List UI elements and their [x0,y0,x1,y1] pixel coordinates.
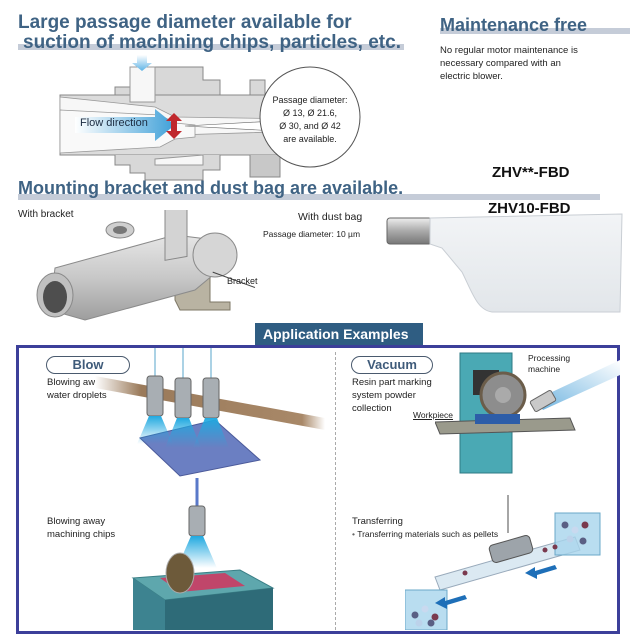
blow-example1-line2: water droplets [47,390,107,401]
blow-example2-line2: machining chips [47,529,116,540]
destination-bin [554,512,601,556]
pellet-transfer-image [405,495,601,630]
maintenance-heading: Maintenance free [440,15,588,35]
flow-arrow-right-icon [525,565,557,579]
heading-underbar [18,44,404,50]
with-dust-bag-label: With dust bag [298,211,363,223]
bag-body [429,213,623,313]
flow-arrow-left-icon [435,595,467,609]
bag-fitting [386,217,433,245]
callout-line1: Passage diameter: [272,95,348,105]
workpiece-label: Workpiece [413,410,453,420]
callout-line3: Ø 30, and Ø 42 [279,121,341,131]
processing-line1: Processing [528,353,571,363]
passage-callout-circle [259,66,361,168]
callout-line4: are available. [283,134,337,144]
blow-example2-text: Blowing away machining chips [47,515,115,541]
with-bracket-label: With bracket [18,209,74,220]
blow-example1-text: Blowing away water droplets [47,376,107,402]
cutter-disk [165,552,195,594]
passage-heading-line2: suction of machining chips, particles, e… [23,32,401,53]
processing-line2: machine [528,364,561,374]
machine-bed [435,417,576,435]
examples-divider [335,352,336,630]
transfer-bullet: • Transferring materials such as pellets [352,528,498,541]
vacuum-example1-text: Resin part marking system powder collect… [352,376,432,415]
vacuum-hose [535,360,620,410]
passage-callout-text: Passage diameter: Ø 13, Ø 21.6, Ø 30, an… [262,94,358,146]
ejector-with-bracket-image [36,210,238,321]
blow-example2-line1: Blowing away [47,516,106,527]
workpiece-block [475,414,520,424]
mounting-heading: Mounting bracket and dust bag are availa… [18,178,404,198]
maintenance-underbar [440,28,630,34]
vacuum-nozzle [529,390,557,412]
maintenance-line1: No regular motor maintenance is [440,45,578,56]
application-examples-banner: Application Examples [255,323,423,345]
vacuum-example1-line1: Resin part marking [352,377,432,388]
water-droplet-blow-image [95,348,325,477]
vacuum-pill: Vacuum [351,356,433,374]
transfer-title: Transferring [352,516,403,527]
powder-collection-image [435,352,620,474]
passage-heading-line1: Large passage diameter available for [18,12,352,33]
diameter-arrow-icon [166,113,182,139]
nozzle-1 [146,375,164,417]
model-generic: ZHV**-FBD [492,164,570,181]
vacuum-example1-line3: collection [352,403,392,414]
flow-arrow-icon [75,109,175,141]
mounting-underbar [18,194,600,200]
application-examples-box [16,345,620,634]
maintenance-line2: necessary compared with an [440,58,561,69]
maintenance-line3: electric blower. [440,71,503,82]
dust-bag-spec: Passage diameter: 10 µm [263,229,361,239]
machining-chips-blow-image [131,478,275,630]
blow-example1-line1: Blowing away [47,377,106,388]
processing-machine-label: Processing machine [528,353,570,375]
maintenance-description: No regular motor maintenance is necessar… [440,44,578,83]
supply-arrow-icon [132,55,152,71]
model-specific: ZHV10-FBD [488,200,571,217]
passage-heading: Large passage diameter available for suc… [18,13,418,53]
vacuum-example1-line2: system powder [352,390,416,401]
nozzle-2 [174,377,192,419]
flow-direction-label: Flow direction [80,117,148,129]
blow-pill: Blow [46,356,130,374]
callout-line2: Ø 13, Ø 21.6, [282,108,338,118]
nozzle [188,505,206,537]
transfer-bullet-text: Transferring materials such as pellets [357,529,499,539]
nozzle-3 [202,377,220,419]
ejector-cross-section-diagram [59,55,361,181]
bracket-callout-label: Bracket [227,276,258,286]
bullet-icon: • [352,529,358,539]
ejector-unit [488,535,534,563]
dust-bag-image [386,213,623,313]
